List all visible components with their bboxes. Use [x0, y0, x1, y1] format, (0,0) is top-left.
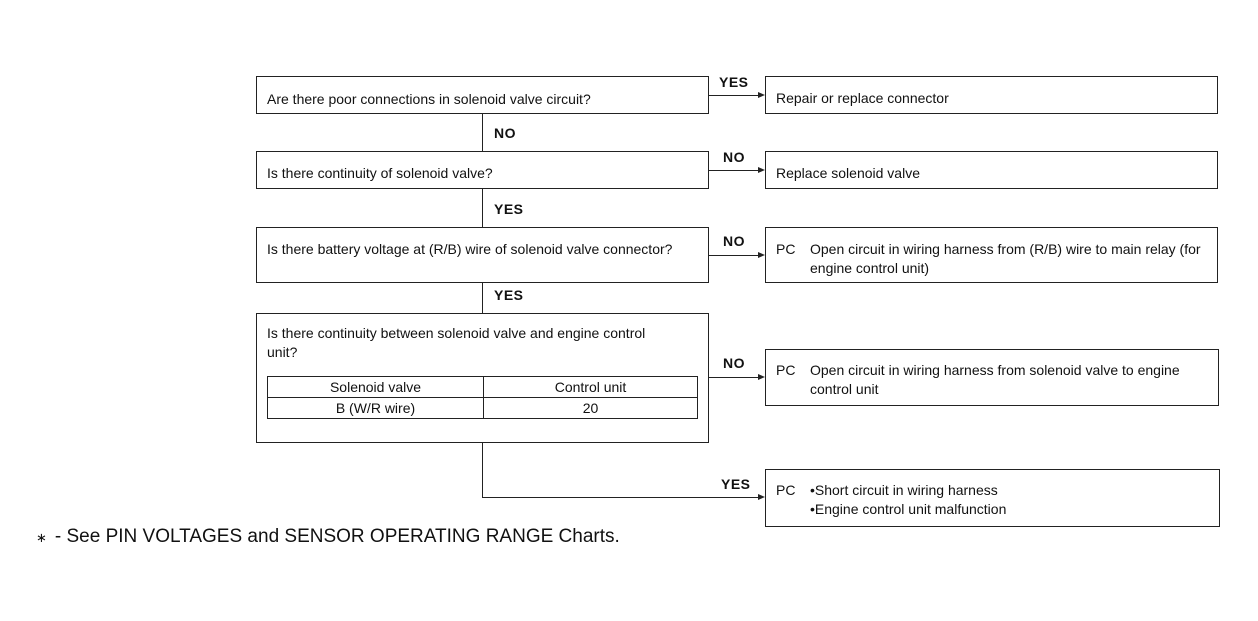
result-box-1: Repair or replace connector [765, 76, 1218, 114]
result-text-4: Open circuit in wiring harness from sole… [810, 362, 1180, 397]
connector-q2-r2 [709, 170, 759, 171]
pin-table-cell: 20 [483, 397, 698, 419]
pin-table-header-cell: Solenoid valve [267, 376, 484, 398]
branch-label-q2-yes: YES [494, 201, 524, 217]
result-box-2: Replace solenoid valve [765, 151, 1218, 189]
footnote-text: - See PIN VOLTAGES and SENSOR OPERATING … [54, 526, 620, 547]
result-bullets-5: •Short circuit in wiring harness •Engine… [810, 481, 1209, 519]
question-box-1: Are there poor connections in solenoid v… [256, 76, 709, 114]
pin-table-header: Solenoid valve Control unit [267, 376, 698, 398]
result-box-5: PC •Short circuit in wiring harness •Eng… [765, 469, 1220, 527]
branch-label-q1-no: NO [494, 125, 516, 141]
branch-label-q4-no: NO [723, 355, 745, 371]
asterisk-icon: ∗ [36, 530, 47, 545]
branch-label-q2-no: NO [723, 149, 745, 165]
question-text-3: Is there battery voltage at (R/B) wire o… [267, 241, 673, 257]
connector-q4-r5 [482, 497, 759, 498]
result-text-2: Replace solenoid valve [776, 165, 920, 181]
pin-table-header-cell: Control unit [483, 376, 698, 398]
pin-table-row: B (W/R wire) 20 [267, 397, 698, 419]
arrow-head-icon [758, 252, 765, 258]
result-prefix-4: PC [776, 362, 796, 378]
connector-q2-q3 [482, 189, 483, 227]
branch-label-q3-yes: YES [494, 287, 524, 303]
arrow-head-icon [758, 374, 765, 380]
result-prefix-5: PC [776, 482, 796, 498]
connector-q1-r1 [709, 95, 759, 96]
arrow-head-icon [758, 92, 765, 98]
question-box-2: Is there continuity of solenoid valve? [256, 151, 709, 189]
branch-label-q3-no: NO [723, 233, 745, 249]
question-text-2: Is there continuity of solenoid valve? [267, 165, 493, 181]
result-box-3: PC Open circuit in wiring harness from (… [765, 227, 1218, 283]
footnote: ∗ - See PIN VOLTAGES and SENSOR OPERATING… [36, 526, 620, 548]
branch-label-q4-yes: YES [721, 476, 751, 492]
question-box-3: Is there battery voltage at (R/B) wire o… [256, 227, 709, 283]
pin-table-cell: B (W/R wire) [267, 397, 484, 419]
arrow-head-icon [758, 167, 765, 173]
result-text-1: Repair or replace connector [776, 90, 949, 106]
connector-q3-q4 [482, 283, 483, 313]
connector-q4-r4 [709, 377, 759, 378]
result-box-4: PC Open circuit in wiring harness from s… [765, 349, 1219, 406]
connector-q3-r3 [709, 255, 759, 256]
question-text-1: Are there poor connections in solenoid v… [267, 91, 591, 107]
pin-table: Solenoid valve Control unit B (W/R wire)… [267, 376, 698, 419]
result-bullet: •Engine control unit malfunction [810, 501, 1007, 517]
result-prefix-3: PC [776, 241, 796, 257]
arrow-head-icon [758, 494, 765, 500]
result-text-3: Open circuit in wiring harness from (R/B… [810, 241, 1201, 276]
question-text-4: Is there continuity between solenoid val… [267, 325, 646, 360]
branch-label-q1-yes: YES [719, 74, 749, 90]
connector-q1-q2 [482, 114, 483, 151]
result-bullet: •Short circuit in wiring harness [810, 482, 998, 498]
connector-q4-down [482, 443, 483, 498]
